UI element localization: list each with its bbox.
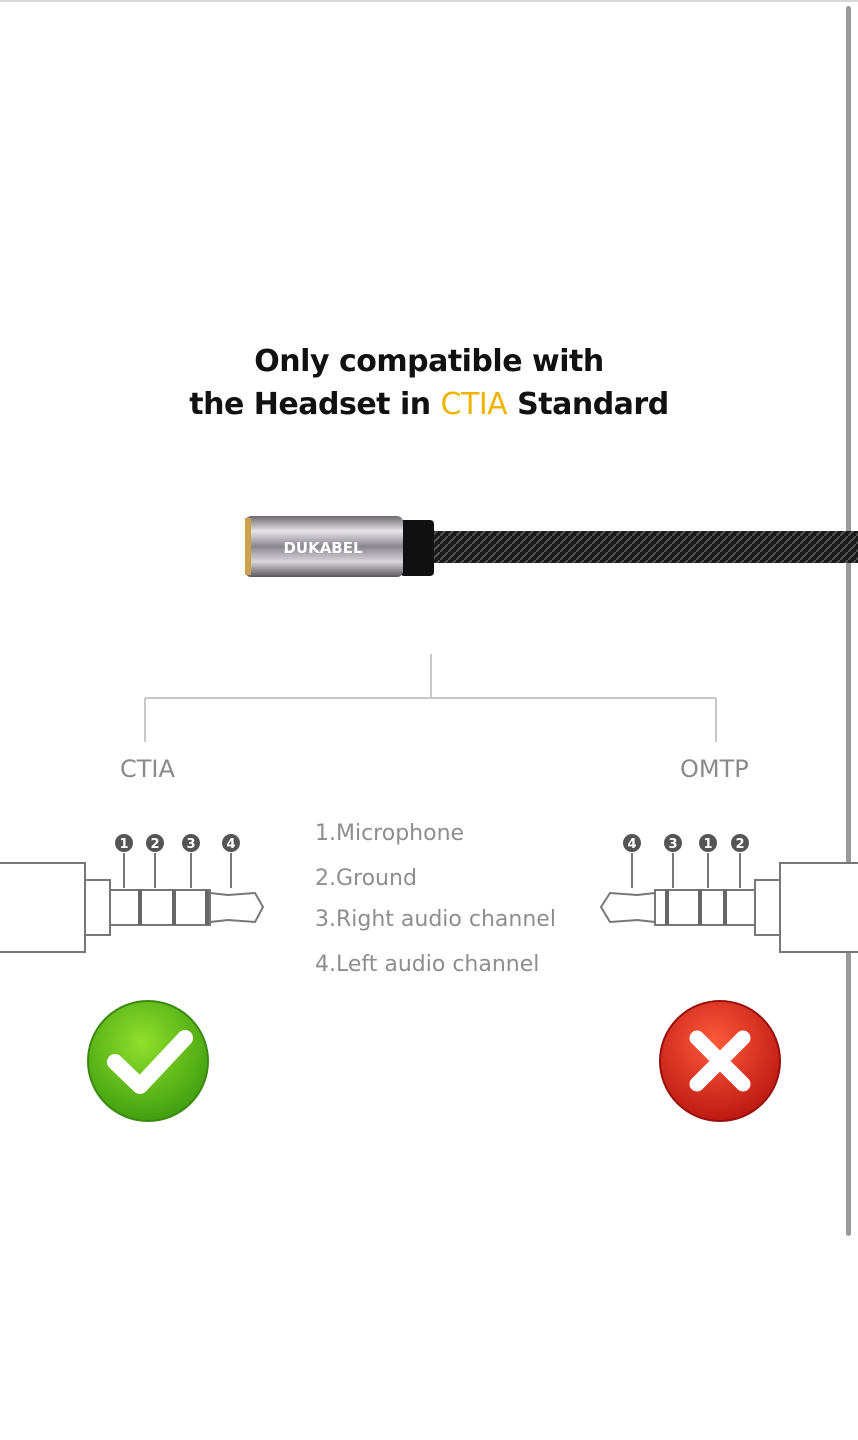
ctia-label: CTIA	[120, 755, 175, 783]
pin-badge: 2	[735, 837, 744, 852]
pin-badge: 4	[627, 837, 636, 852]
pin-badge: 3	[668, 837, 677, 852]
check-icon	[87, 1000, 209, 1122]
title-line-2: the Headset in CTIA Standard	[189, 387, 669, 422]
cross-icon	[659, 1000, 781, 1122]
audio-cable: DUKABEL	[245, 516, 858, 577]
brand-logo: DUKABEL	[283, 539, 363, 557]
top-border	[0, 0, 858, 2]
branch-lines	[144, 654, 717, 742]
omtp-label: OMTP	[680, 755, 749, 783]
pin-badge: 3	[186, 837, 195, 852]
title-line-1: Only compatible with	[254, 344, 604, 379]
omtp-plug	[599, 853, 858, 953]
ctia-plug	[0, 853, 265, 953]
pin-badge: 1	[119, 837, 128, 852]
pin-badge: 2	[150, 837, 159, 852]
legend-item: 2.Ground	[315, 866, 417, 891]
scrollbar[interactable]	[846, 6, 851, 1236]
ctia-highlight: CTIA	[440, 387, 508, 422]
pin-badge: 1	[703, 837, 712, 852]
legend-item: 4.Left audio channel	[315, 952, 540, 977]
legend-item: 1.Microphone	[315, 821, 465, 846]
legend-item: 3.Right audio channel	[315, 907, 556, 932]
pin-badge: 4	[226, 837, 235, 852]
